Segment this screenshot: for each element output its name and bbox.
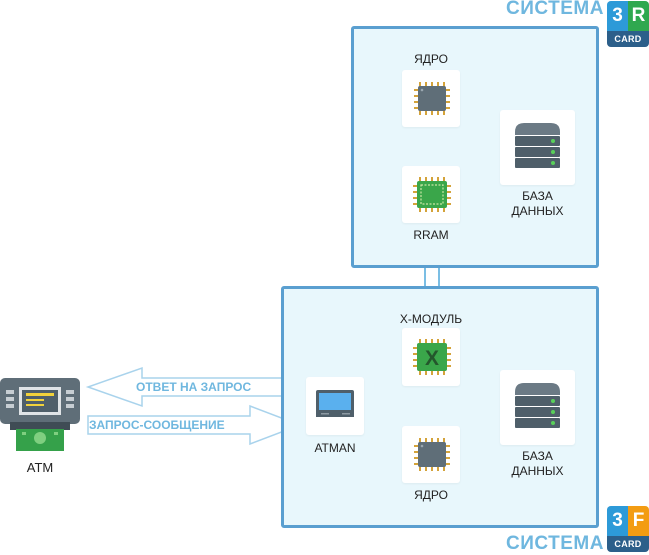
top-rram-node	[402, 166, 460, 223]
bottom-badge-card: CARD	[607, 536, 649, 552]
cpu-chip-icon	[414, 438, 450, 471]
xmodule-node: X	[402, 328, 460, 386]
bottom-badge-right: F	[628, 506, 649, 536]
atm-label: ATM	[26, 460, 54, 475]
top-core-label: ЯДРО	[414, 52, 448, 66]
xmodule-glyph: X	[425, 347, 439, 370]
atm-icon	[0, 378, 80, 451]
top-system-logo: 3 R CARD	[607, 1, 649, 47]
database-server-icon	[515, 383, 560, 428]
top-db-node	[500, 110, 575, 185]
top-badge-card: CARD	[607, 31, 649, 47]
bottom-db-node	[500, 370, 575, 445]
top-db-label-line1: БАЗА	[522, 189, 553, 203]
top-badge-left: 3	[607, 1, 628, 31]
database-server-icon	[515, 123, 560, 168]
top-badge-right: R	[628, 1, 649, 31]
top-system-title: СИСТЕМА	[506, 0, 604, 19]
xmodule-label: X-МОДУЛЬ	[399, 312, 463, 326]
bottom-badge-left: 3	[607, 506, 628, 536]
atman-label: ATMAN	[314, 441, 356, 455]
bottom-system-logo: 3 F CARD	[607, 506, 649, 552]
top-rram-label: RRAM	[413, 228, 449, 242]
atman-node	[306, 377, 364, 435]
bottom-system-title: СИСТЕМА	[506, 533, 604, 554]
ram-chip-icon	[413, 177, 451, 212]
request-arrow-label: ЗАПРОС-СООБЩЕНИЕ	[89, 418, 225, 432]
request-arrow	[87, 404, 303, 446]
bottom-core-label: ЯДРО	[414, 488, 448, 502]
response-arrow-label: ОТВЕТ НА ЗАПРОС	[136, 380, 252, 394]
x-chip-icon: X	[413, 339, 451, 375]
bottom-db-label-line2: ДАННЫХ	[511, 464, 564, 478]
laptop-icon	[316, 390, 354, 417]
response-arrow	[85, 366, 301, 408]
bottom-core-node	[402, 426, 460, 483]
top-core-node	[402, 70, 460, 127]
top-db-label-line2: ДАННЫХ	[511, 204, 564, 218]
cpu-chip-icon	[414, 82, 450, 115]
atm-node	[0, 378, 80, 453]
top-db-label: БАЗА ДАННЫХ	[500, 189, 575, 219]
bottom-db-label: БАЗА ДАННЫХ	[500, 449, 575, 479]
bottom-db-label-line1: БАЗА	[522, 449, 553, 463]
